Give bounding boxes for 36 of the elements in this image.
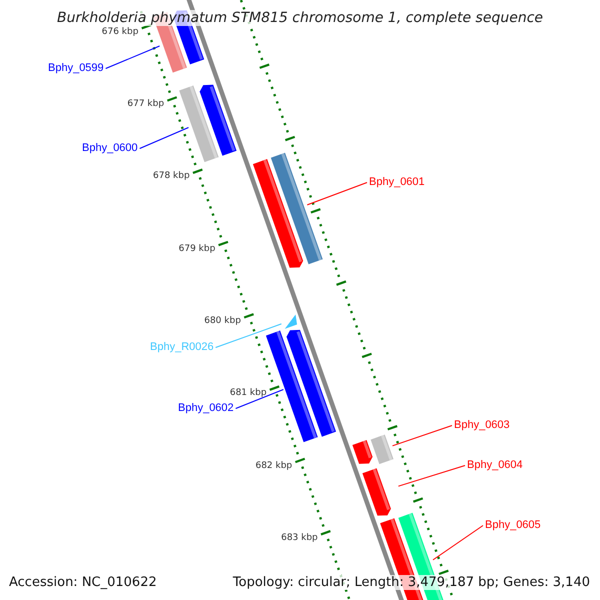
leader-line xyxy=(432,525,484,560)
gene-block xyxy=(200,84,237,156)
leader-line xyxy=(398,465,466,487)
position-label: 681 kbp xyxy=(230,389,267,398)
position-label: 676 kbp xyxy=(102,28,138,37)
gene-label: Bphy_0601 xyxy=(369,177,425,188)
gene-block xyxy=(286,330,336,437)
leader-line xyxy=(392,425,452,446)
gene-block xyxy=(266,330,318,442)
leader-line xyxy=(306,182,368,206)
gene-block xyxy=(352,440,373,464)
gene-block xyxy=(252,159,304,268)
gene-label: Bphy_0603 xyxy=(454,420,510,431)
leader-line xyxy=(105,46,160,69)
position-label: 680 kbp xyxy=(204,316,241,326)
position-label: 677 kbp xyxy=(127,100,164,109)
gene-block xyxy=(362,468,391,516)
gene-label: Bphy_0605 xyxy=(485,520,541,531)
position-label: 683 kbp xyxy=(281,534,318,543)
gene-label: Bphy_0599 xyxy=(48,63,104,74)
sequence-info-text: Topology: circular; Length: 3,479,187 bp; Genes: 3,140 xyxy=(232,575,590,590)
position-label: 679 kbp xyxy=(178,244,216,254)
leader-line xyxy=(139,127,189,149)
gene-block xyxy=(370,434,394,464)
position-label: 678 kbp xyxy=(153,172,190,182)
gene-block xyxy=(270,152,323,264)
accession-text: Accession: NC_010622 xyxy=(9,575,157,590)
gene-label: Bphy_0600 xyxy=(82,143,138,154)
gene-label: Bphy_0602 xyxy=(178,403,234,414)
gene-label: Bphy_0604 xyxy=(467,460,523,471)
rna-gene-block xyxy=(284,314,298,329)
gene-label: Bphy_R0026 xyxy=(150,342,214,353)
leader-line xyxy=(235,389,284,409)
leader-line xyxy=(215,323,282,348)
position-label: 682 kbp xyxy=(255,462,292,471)
gene-block xyxy=(179,85,219,162)
